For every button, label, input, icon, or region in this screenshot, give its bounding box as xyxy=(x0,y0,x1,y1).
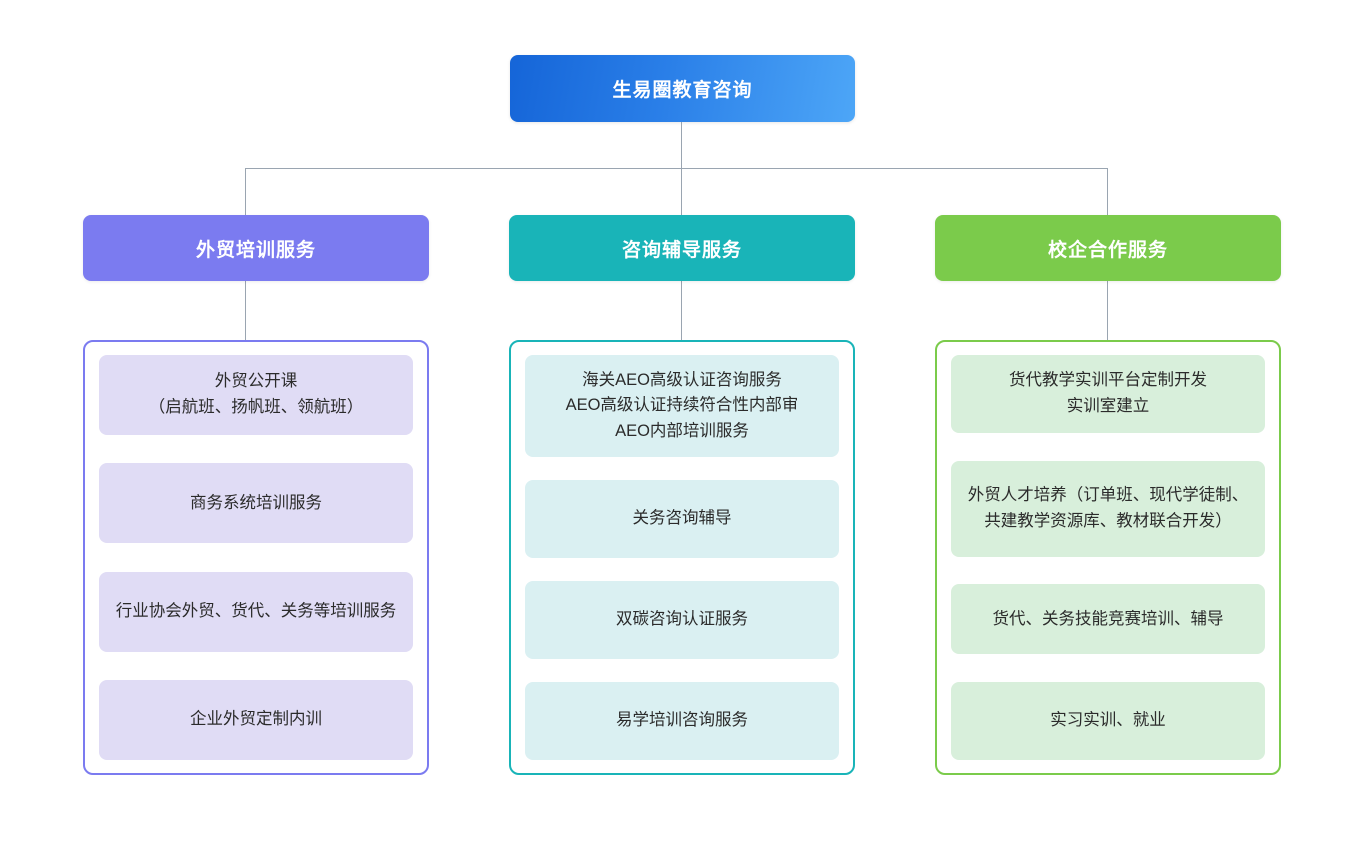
branch-column-school-enterprise: 校企合作服务 货代教学实训平台定制开发 实训室建立 外贸人才培养（订单班、现代学… xyxy=(935,215,1281,775)
service-item[interactable]: 双碳咨询认证服务 xyxy=(525,581,839,659)
column-body-training: 外贸公开课 （启航班、扬帆班、领航班） 商务系统培训服务 行业协会外贸、货代、关… xyxy=(83,340,429,775)
service-item[interactable]: 关务咨询辅导 xyxy=(525,480,839,558)
connector-branch-3-vertical xyxy=(1107,168,1108,215)
branch-column-training: 外贸培训服务 外贸公开课 （启航班、扬帆班、领航班） 商务系统培训服务 行业协会… xyxy=(83,215,429,775)
service-item[interactable]: 行业协会外贸、货代、关务等培训服务 xyxy=(99,571,413,652)
service-item[interactable]: 实习实训、就业 xyxy=(951,681,1265,760)
service-item[interactable]: 企业外贸定制内训 xyxy=(99,679,413,760)
connector-column-2-to-body xyxy=(681,281,682,340)
service-item[interactable]: 外贸公开课 （启航班、扬帆班、领航班） xyxy=(99,355,413,435)
column-body-school-enterprise: 货代教学实训平台定制开发 实训室建立 外贸人才培养（订单班、现代学徒制、共建教学… xyxy=(935,340,1281,775)
connector-root-vertical xyxy=(681,122,682,169)
connector-column-1-to-body xyxy=(245,281,246,340)
service-item[interactable]: 货代、关务技能竞赛培训、辅导 xyxy=(951,584,1265,655)
service-item[interactable]: 易学培训咨询服务 xyxy=(525,682,839,760)
service-item[interactable]: 海关AEO高级认证咨询服务 AEO高级认证持续符合性内部审 AEO内部培训服务 xyxy=(525,355,839,457)
column-body-consulting: 海关AEO高级认证咨询服务 AEO高级认证持续符合性内部审 AEO内部培训服务 … xyxy=(509,340,855,775)
service-item[interactable]: 货代教学实训平台定制开发 实训室建立 xyxy=(951,355,1265,433)
root-node[interactable]: 生易圈教育咨询 xyxy=(510,55,855,122)
column-header-training[interactable]: 外贸培训服务 xyxy=(83,215,429,281)
connector-horizontal-bus xyxy=(245,168,1108,169)
connector-column-3-to-body xyxy=(1107,281,1108,340)
column-header-consulting[interactable]: 咨询辅导服务 xyxy=(509,215,855,281)
connector-branch-2-vertical xyxy=(681,168,682,215)
service-item[interactable]: 外贸人才培养（订单班、现代学徒制、共建教学资源库、教材联合开发） xyxy=(951,460,1265,557)
branch-column-consulting: 咨询辅导服务 海关AEO高级认证咨询服务 AEO高级认证持续符合性内部审 AEO… xyxy=(509,215,855,775)
column-header-school-enterprise[interactable]: 校企合作服务 xyxy=(935,215,1281,281)
service-item[interactable]: 商务系统培训服务 xyxy=(99,463,413,544)
connector-branch-1-vertical xyxy=(245,168,246,215)
